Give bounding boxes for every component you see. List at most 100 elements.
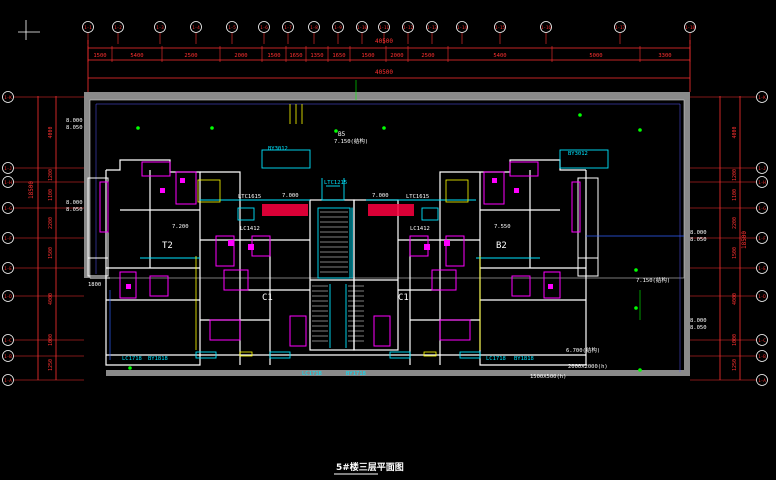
right-axis-bubble-label: 1-E (758, 266, 766, 271)
label-elev-top: 7.150(结构) (334, 137, 368, 145)
top-dimension-label: 1500 (267, 53, 280, 59)
top-axis-bubble-label: 1-2 (114, 25, 122, 30)
drawing-title: 5#楼三层平面图 (336, 461, 404, 473)
right-axis-bubble: 1-B (756, 350, 768, 362)
green-lines (355, 80, 641, 320)
top-axis-bubble-label: 1-1 (84, 25, 92, 30)
parapet-lines (95, 103, 681, 372)
top-axis-bubble: 1-15 (494, 21, 506, 33)
top-axis-bubble: 1-5 (226, 21, 238, 33)
label-elev-right-b2: 8.050 (690, 325, 707, 331)
right-axis-bubble: 1-H (756, 176, 768, 188)
label-elev-right-low: 7.150(结构) (636, 276, 670, 284)
left-axis-bubble-label: 1-A (4, 378, 12, 383)
top-axis-bubble-label: 1-6 (260, 25, 268, 30)
label-size-note: 2000X2000(h) (568, 364, 608, 370)
label-bl-win: LC1718 (122, 356, 142, 362)
label-t2: T2 (162, 241, 173, 251)
right-axis-bubble-label: 1-C (758, 338, 766, 343)
right-axis-bubble-label: 1-B (758, 354, 766, 359)
label-bc-win: LC1718 (302, 371, 322, 377)
label-7200: 7.200 (172, 224, 189, 230)
left-axis-bubble: 1-A (2, 374, 14, 386)
label-elev-left-b: 8.000 (66, 200, 83, 206)
top-dimension-label: 1500 (361, 53, 374, 59)
left-axis-bubble: 1-J (2, 162, 14, 174)
top-axis-bubble-label: 1-14 (457, 25, 468, 30)
side-dimension-label: 1200 (732, 169, 738, 181)
label-ltc-left: LTC1615 (238, 194, 261, 200)
left-axis-bubble-label: 1-D (4, 294, 12, 299)
outer-wall (84, 92, 690, 376)
left-axis-bubble: 1-C (2, 334, 14, 346)
label-b2: B2 (496, 241, 507, 251)
label-window-left: BY3012 (268, 146, 288, 152)
top-axis-bubble-label: 1-9 (334, 25, 342, 30)
side-dimension-label: 4000 (48, 293, 54, 305)
left-axis-bubble: 1-E (2, 262, 14, 274)
side-dimension-label: 1000 (48, 334, 54, 346)
label-ltc-top: LTC1215 (324, 180, 347, 186)
magenta-fixtures (99, 161, 581, 347)
top-dimension-label: 3300 (658, 53, 671, 59)
left-axis-bubbles: 1-K1-J1-H1-G1-F1-E1-D1-C1-B1-A (2, 91, 84, 386)
side-dimension-label: 4000 (732, 126, 738, 138)
green-marks (128, 113, 642, 372)
left-axis-bubble-label: 1-C (4, 338, 12, 343)
label-br-win: LC1718 (486, 356, 506, 362)
left-axis-bubble-label: 1-G (4, 206, 12, 211)
magenta-fills (126, 178, 553, 289)
label-c1-right: C1 (398, 293, 409, 303)
top-axis-bubble-label: 1-3 (156, 25, 164, 30)
left-axis-bubble: 1-H (2, 176, 14, 188)
left-axis-bubble: 1-G (2, 202, 14, 214)
label-elev-right-2: 8.050 (690, 237, 707, 243)
label-lc-left: LC1412 (240, 226, 260, 232)
left-axis-bubble-label: 1-H (4, 180, 12, 185)
top-axis-bubble-label: 1-11 (379, 25, 390, 30)
top-dimension-label: 5400 (493, 53, 506, 59)
cyan-elements (140, 149, 609, 359)
top-dimension-label: 1500 (93, 53, 106, 59)
label-elev-left-b2: 8.050 (66, 207, 83, 213)
right-axis-bubble: 1-E (756, 262, 768, 274)
top-axis-bubble-label: 1-16 (541, 25, 552, 30)
top-axis-bubble-label: 1-7 (284, 25, 292, 30)
top-axis-bubble: 1-3 (154, 21, 166, 33)
side-dimension-label: 2200 (48, 217, 54, 229)
top-axis-bubble: 1-2 (112, 21, 124, 33)
total-dimension-top-2: 40500 (375, 69, 393, 76)
label-b5: B5 (338, 131, 346, 138)
total-dimension-right: 18500 (741, 231, 748, 249)
right-axis-bubble: 1-J (756, 162, 768, 174)
top-axis-bubble: 1-8 (308, 21, 320, 33)
top-axis-bubble-label: 1-18 (685, 25, 696, 30)
right-axis-bubble: 1-K (756, 91, 768, 103)
top-dimension-label: 5400 (130, 53, 143, 59)
right-axis-bubbles: 1-K1-J1-H1-G1-F1-E1-D1-C1-B1-A (690, 91, 768, 386)
right-axis-bubble-label: 1-K (758, 95, 766, 100)
left-axis-bubble: 1-F (2, 232, 14, 244)
label-lc-right: LC1412 (410, 226, 430, 232)
left-axis-bubble-label: 1-F (4, 236, 12, 241)
label-elev-right: 8.000 (690, 230, 707, 236)
side-dimension-label: 1500 (48, 247, 54, 259)
right-axis-bubble: 1-C (756, 334, 768, 346)
right-axis-bubble: 1-A (756, 374, 768, 386)
side-dimension-label: 1200 (48, 169, 54, 181)
right-axis-bubble-label: 1-A (758, 378, 766, 383)
left-axis-bubble: 1-D (2, 290, 14, 302)
top-axis-bubble: 1-4 (190, 21, 202, 33)
top-axis-bubble: 1-17 (614, 21, 626, 33)
label-bc-win-2: BY1718 (346, 371, 366, 377)
label-elev-mid-left: 7.000 (282, 193, 299, 199)
origin-mark (18, 20, 40, 40)
label-elev-left: 8.000 (66, 118, 83, 124)
top-axis-bubble: 1-6 (258, 21, 270, 33)
side-dimension-label: 4000 (732, 293, 738, 305)
label-bl-win-2: BY1818 (148, 356, 168, 362)
right-axis-bubble: 1-G (756, 202, 768, 214)
